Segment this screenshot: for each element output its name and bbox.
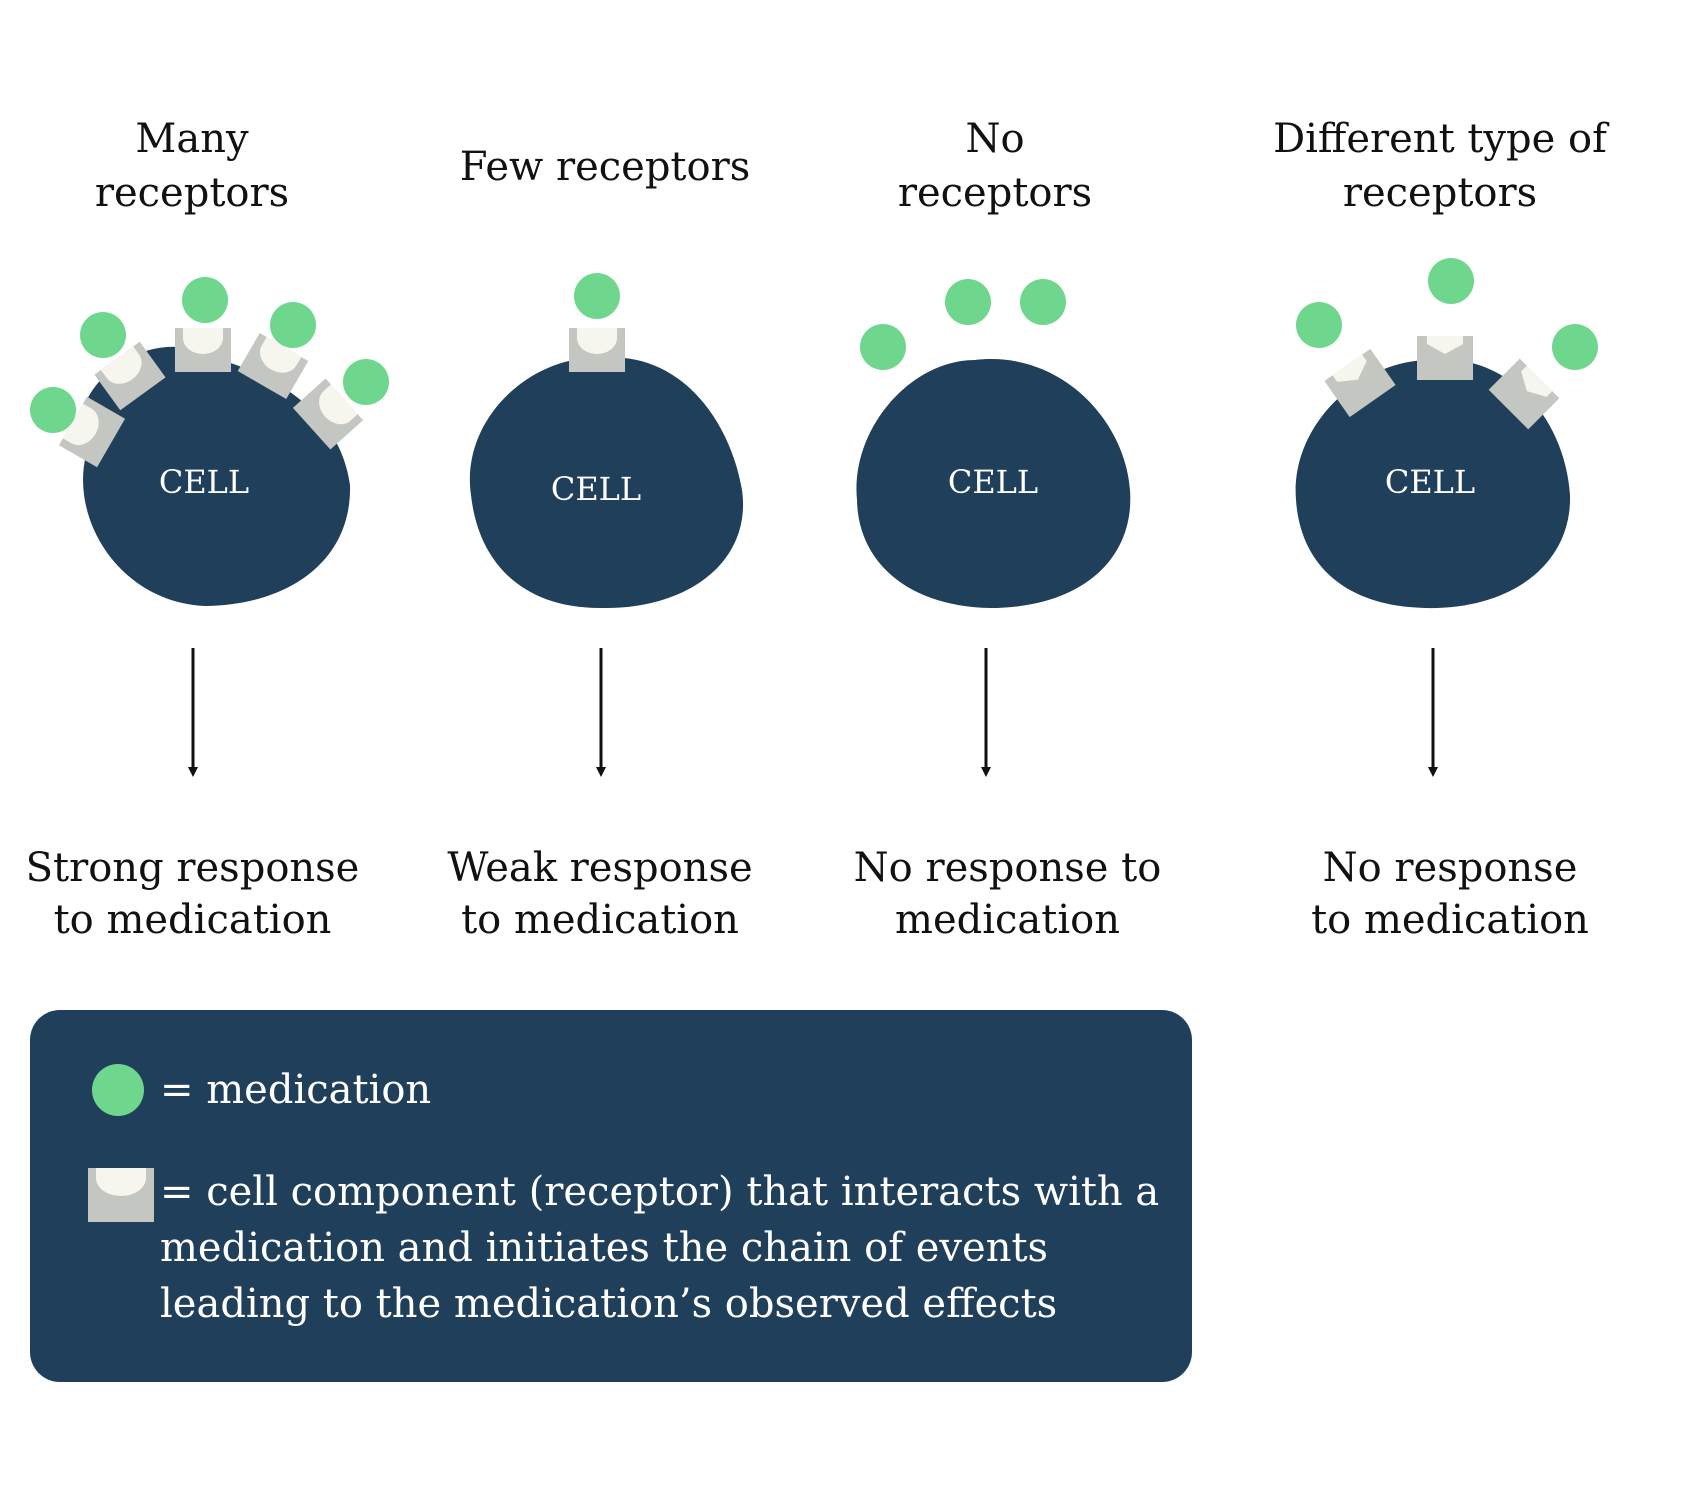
- panel-1-medication-2: [80, 312, 126, 358]
- panel-3-title: No receptors: [860, 112, 1130, 220]
- legend-box: = medication = cell component (receptor)…: [30, 1010, 1192, 1382]
- panel-1-medication-1: [30, 387, 76, 433]
- panel-2-title: Few receptors: [450, 140, 760, 194]
- panel-1-medication-5: [343, 359, 389, 405]
- panel-1-receptor-4: [237, 332, 309, 400]
- panel-3-medication-3: [1020, 279, 1066, 325]
- legend-receptor-description: = cell component (receptor) that interac…: [160, 1164, 1159, 1332]
- panel-1-cell: [79, 346, 351, 606]
- panel-1-receptor-3: [175, 328, 231, 372]
- panel-3-response-line-2: medication: [895, 897, 1120, 943]
- panel-4-receptor-3: [1488, 358, 1560, 430]
- panel-3-response-line-1: No response to: [853, 845, 1162, 891]
- legend-medication-icon: [92, 1064, 144, 1116]
- panel-1-medication-3: [182, 277, 228, 323]
- panel-4-receptor-2: [1417, 336, 1473, 380]
- legend-medication-label: = medication: [160, 1067, 432, 1113]
- panel-4-cell-label: CELL: [1385, 463, 1475, 501]
- panel-1-receptor-2: [94, 341, 166, 411]
- legend-receptor-line-1: = cell component (receptor) that interac…: [160, 1169, 1160, 1215]
- panel-4-medication-1: [1296, 302, 1342, 348]
- panel-4-title-line-2: receptors: [1342, 170, 1538, 216]
- panel-3-cell-label: CELL: [948, 463, 1038, 501]
- panel-4-response-line-1: No response: [1322, 845, 1578, 891]
- panel-4-title-line-1: Different type of: [1273, 116, 1607, 162]
- panel-2-cell-label: CELL: [551, 470, 641, 508]
- panel-3-title-line-2: receptors: [897, 170, 1093, 216]
- panel-1-response: Strong response to medication: [20, 842, 365, 946]
- panel-3-medication-1: [860, 324, 906, 370]
- panel-1-receptor-5: [292, 378, 364, 450]
- legend-receptor-line-2: medication and initiates the chain of ev…: [160, 1225, 1049, 1271]
- panel-3-medication-2: [945, 279, 991, 325]
- panel-4-receptor-1: [1324, 348, 1396, 418]
- panel-1-response-line-2: to medication: [53, 897, 332, 943]
- panel-4-medication-2: [1428, 258, 1474, 304]
- panel-4-cell-group: CELL: [1295, 258, 1598, 609]
- panel-3-cell: [856, 359, 1131, 608]
- panel-2-response-line-2: to medication: [461, 897, 739, 943]
- panel-1-title-line-2: receptors: [94, 170, 290, 216]
- panel-2-response-line-1: Weak response: [447, 845, 753, 891]
- panel-1-response-line-1: Strong response: [25, 845, 360, 891]
- legend-receptor-icon: [88, 1168, 154, 1222]
- panel-3-title-line-1: No: [965, 116, 1025, 162]
- panel-2-cell: [469, 357, 744, 609]
- panel-1-cell-group: CELL: [30, 277, 389, 606]
- panel-2-cell-group: CELL: [469, 273, 744, 609]
- panel-4-response-line-2: to medication: [1311, 897, 1589, 943]
- panel-4-title: Different type of receptors: [1230, 112, 1650, 220]
- panel-1-medication-4: [270, 302, 316, 348]
- panel-2-title-line-1: Few receptors: [459, 144, 751, 190]
- panel-1-title: Many receptors: [52, 112, 332, 220]
- panel-3-cell-group: CELL: [856, 279, 1131, 608]
- panel-4-response: No response to medication: [1290, 842, 1610, 946]
- panel-3-response: No response to medication: [835, 842, 1180, 946]
- legend-receptor-line-3: leading to the medication’s observed eff…: [160, 1281, 1058, 1327]
- panel-2-medication-1: [574, 273, 620, 319]
- panel-4-cell: [1295, 359, 1571, 609]
- panel-1-receptor-1: [58, 396, 126, 468]
- panel-4-medication-3: [1552, 324, 1598, 370]
- panel-2-receptor-1: [569, 328, 625, 372]
- panel-2-response: Weak response to medication: [430, 842, 770, 946]
- panel-1-cell-label: CELL: [159, 463, 249, 501]
- panel-1-title-line-1: Many: [135, 116, 249, 162]
